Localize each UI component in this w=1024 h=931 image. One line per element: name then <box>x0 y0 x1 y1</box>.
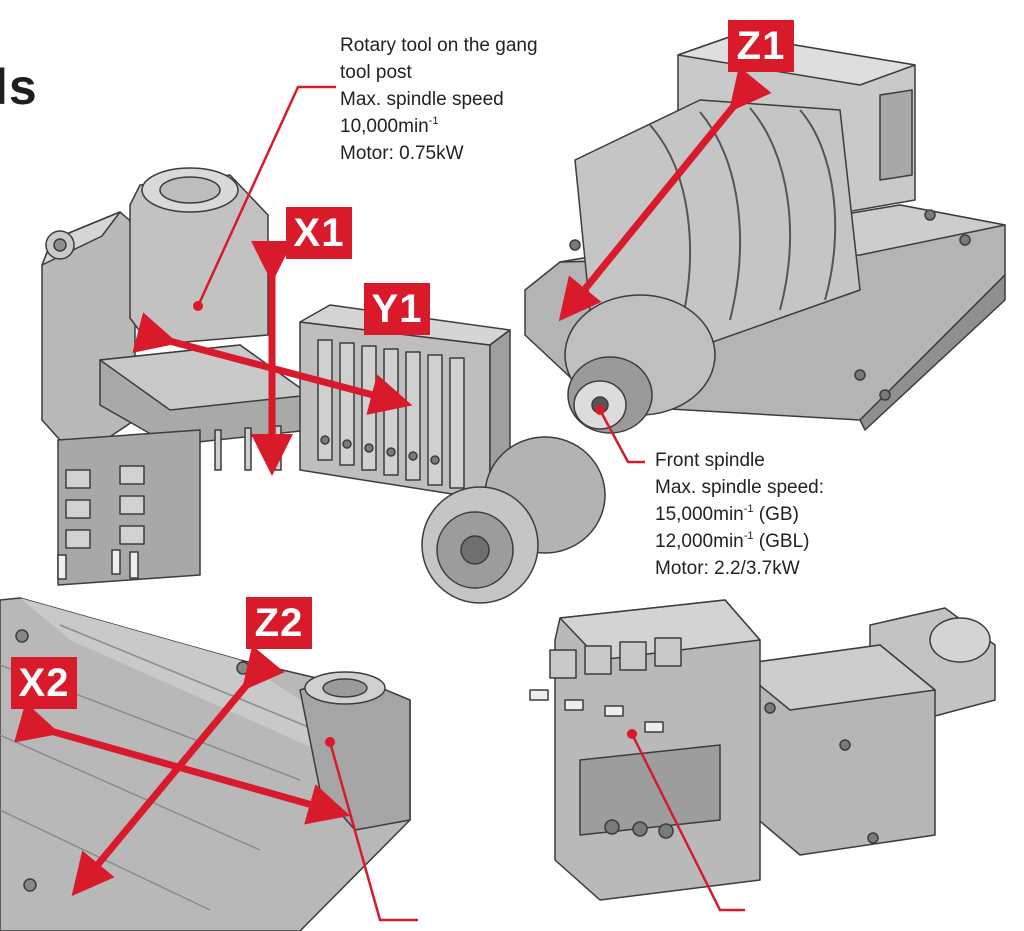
rotary-tool-callout: Rotary tool on the gang tool post Max. s… <box>340 32 538 167</box>
front-spindle-gb-value: 15,000min <box>655 504 744 525</box>
y1-arrow <box>132 312 413 415</box>
front-spindle-gb: 15,000min-1 (GB) <box>655 501 824 528</box>
back-spindle-unit <box>529 599 996 901</box>
front-spindle-motor: Motor: 2.2/3.7kW <box>655 558 800 579</box>
z1-axis-label: Z1 <box>728 20 794 72</box>
front-spindle-gbl: 12,000min-1 (GBL) <box>655 528 824 555</box>
y1-axis-label: Y1 <box>364 283 430 335</box>
rotary-tool-speed-sup: -1 <box>428 115 439 127</box>
section-heading: ls <box>0 59 38 115</box>
front-spindle-callout: Front spindle Max. spindle speed: 15,000… <box>655 447 824 582</box>
front-spindle-leader <box>598 409 645 464</box>
front-spindle-gbl-sup: -1 <box>743 530 754 542</box>
rotary-tool-line1: Rotary tool on the gang <box>340 35 538 56</box>
rotary-tool-speed-value: 10,000min <box>340 116 429 137</box>
front-spindle-gb-sup: -1 <box>743 503 754 515</box>
front-spindle-gbl-value: 12,000min <box>655 531 744 552</box>
front-spindle-gbl-suffix: (GBL) <box>753 531 810 552</box>
front-spindle-gb-suffix: (GB) <box>753 504 799 525</box>
rotary-tool-line3: Max. spindle speed <box>340 89 504 110</box>
bottom-right-leader <box>630 733 745 912</box>
z2-axis-label: Z2 <box>246 597 312 649</box>
rotary-tool-speed: 10,000min-1 <box>340 113 538 140</box>
rotary-tool-line2: tool post <box>340 62 412 83</box>
rotary-tool-leader <box>196 85 336 307</box>
rotary-tool-leader-dot <box>193 301 203 311</box>
x1-axis-label: X1 <box>286 207 352 259</box>
z2-arrow <box>71 645 285 897</box>
front-spindle-leader-dot <box>595 405 605 415</box>
front-spindle-unit <box>524 34 1006 434</box>
bottom-right-leader-dot <box>627 729 637 739</box>
bottom-left-leader-dot <box>325 737 335 747</box>
rotary-tool-motor: Motor: 0.75kW <box>340 143 464 164</box>
front-spindle-line2: Max. spindle speed: <box>655 477 824 498</box>
front-spindle-title: Front spindle <box>655 450 765 471</box>
back-tool-block <box>0 597 411 931</box>
z1-arrow <box>558 66 772 322</box>
x2-axis-label: X2 <box>11 657 77 709</box>
